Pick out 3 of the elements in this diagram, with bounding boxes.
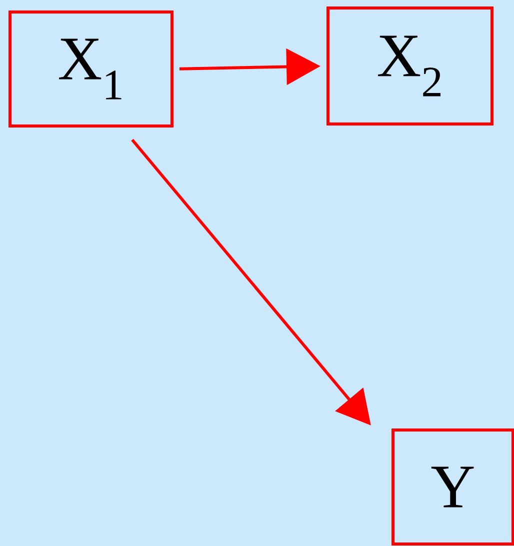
variable-box: Y	[392, 428, 514, 546]
variable-box: X$_{2}$	[326, 6, 494, 126]
variable-box: X$_{1}$	[8, 10, 174, 128]
